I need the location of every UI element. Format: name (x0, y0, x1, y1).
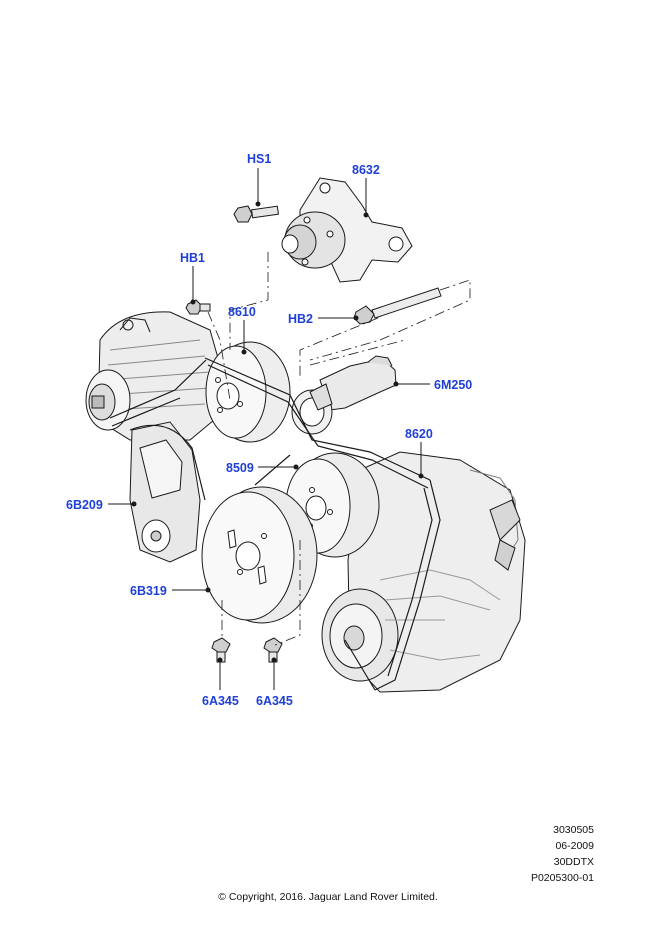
copyright-notice: © Copyright, 2016. Jaguar Land Rover Lim… (218, 891, 438, 903)
tensioner-6b209 (129, 421, 201, 563)
idler-bracket (281, 177, 413, 283)
bolt-hb1 (185, 299, 211, 315)
assembly-lines (207, 252, 471, 646)
info-line-4: P0205300-01 (530, 872, 594, 884)
callout-hs1[interactable]: HS1 (247, 152, 271, 166)
drive-belt (109, 357, 441, 691)
callout-8509[interactable]: 8509 (226, 461, 254, 475)
callout-8632[interactable]: 8632 (352, 163, 380, 177)
callout-6m250[interactable]: 6M250 (434, 378, 472, 392)
bolt-6a345-left (211, 637, 231, 663)
crankshaft-pulley (201, 486, 318, 624)
callout-8620[interactable]: 8620 (405, 427, 433, 441)
callout-6b319[interactable]: 6B319 (130, 584, 167, 598)
ac-compressor (321, 451, 526, 693)
pulley-8610 (205, 341, 291, 443)
callout-6b209[interactable]: 6B209 (66, 498, 103, 512)
leader-lines (108, 168, 430, 690)
callout-6a345-left[interactable]: 6A345 (202, 694, 239, 708)
info-line-3: 30DDTX (553, 856, 594, 868)
bolt-hs1 (233, 205, 279, 223)
alternator (85, 311, 223, 441)
tensioner-6m250 (291, 355, 397, 435)
callout-6a345-right[interactable]: 6A345 (256, 694, 293, 708)
callout-hb1[interactable]: HB1 (180, 251, 205, 265)
callout-hb2[interactable]: HB2 (288, 312, 313, 326)
info-line-1: 3030505 (553, 824, 594, 836)
callout-8610[interactable]: 8610 (228, 305, 256, 319)
info-line-2: 06-2009 (555, 840, 594, 852)
bolt-hb2 (353, 287, 442, 325)
